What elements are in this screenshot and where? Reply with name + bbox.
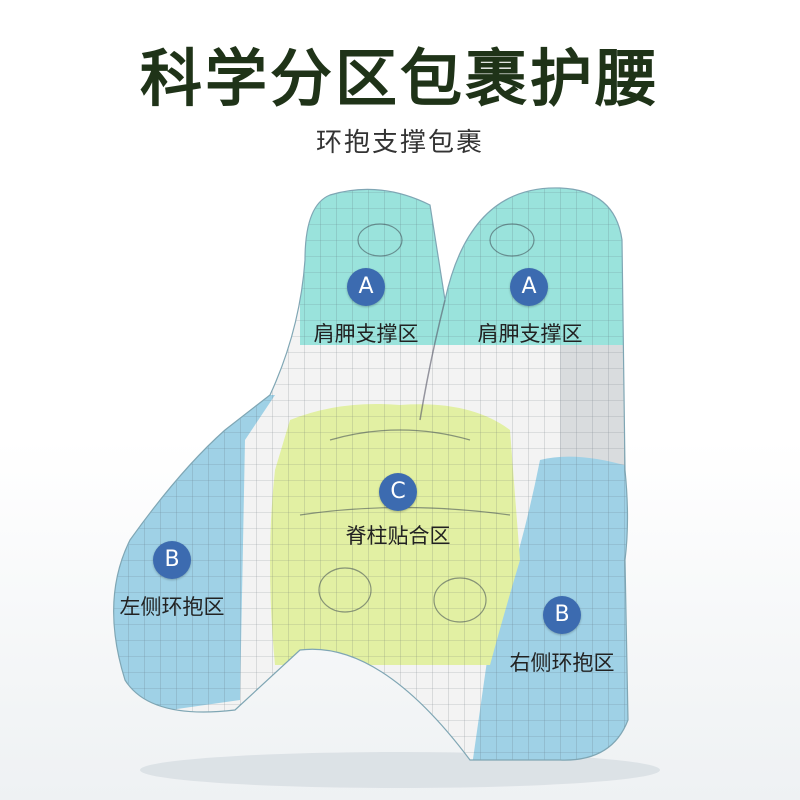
zone-label-spine: 脊柱贴合区 [345, 524, 451, 548]
page-subtitle: 环抱支撑包裹 [315, 128, 484, 158]
zone-badge-c: C [379, 473, 417, 511]
zone-badge-b-left: B [153, 541, 191, 579]
pillow-outline [113, 187, 629, 761]
zone-badge-b-right: B [543, 596, 581, 634]
zone-label-shoulder-left: 肩胛支撑区 [313, 322, 419, 346]
zone-label-wrap-right: 右侧环抱区 [509, 651, 615, 675]
zone-label-wrap-left: 左侧环抱区 [119, 595, 225, 619]
center-seam [419, 299, 446, 421]
page-title: 科学分区包裹护腰 [139, 42, 660, 115]
pillow-shadow [140, 752, 660, 788]
zone-badge-a-right: A [510, 268, 548, 306]
zone-label-shoulder-right: 肩胛支撑区 [477, 322, 583, 346]
zone-badge-a-left: A [347, 268, 385, 306]
